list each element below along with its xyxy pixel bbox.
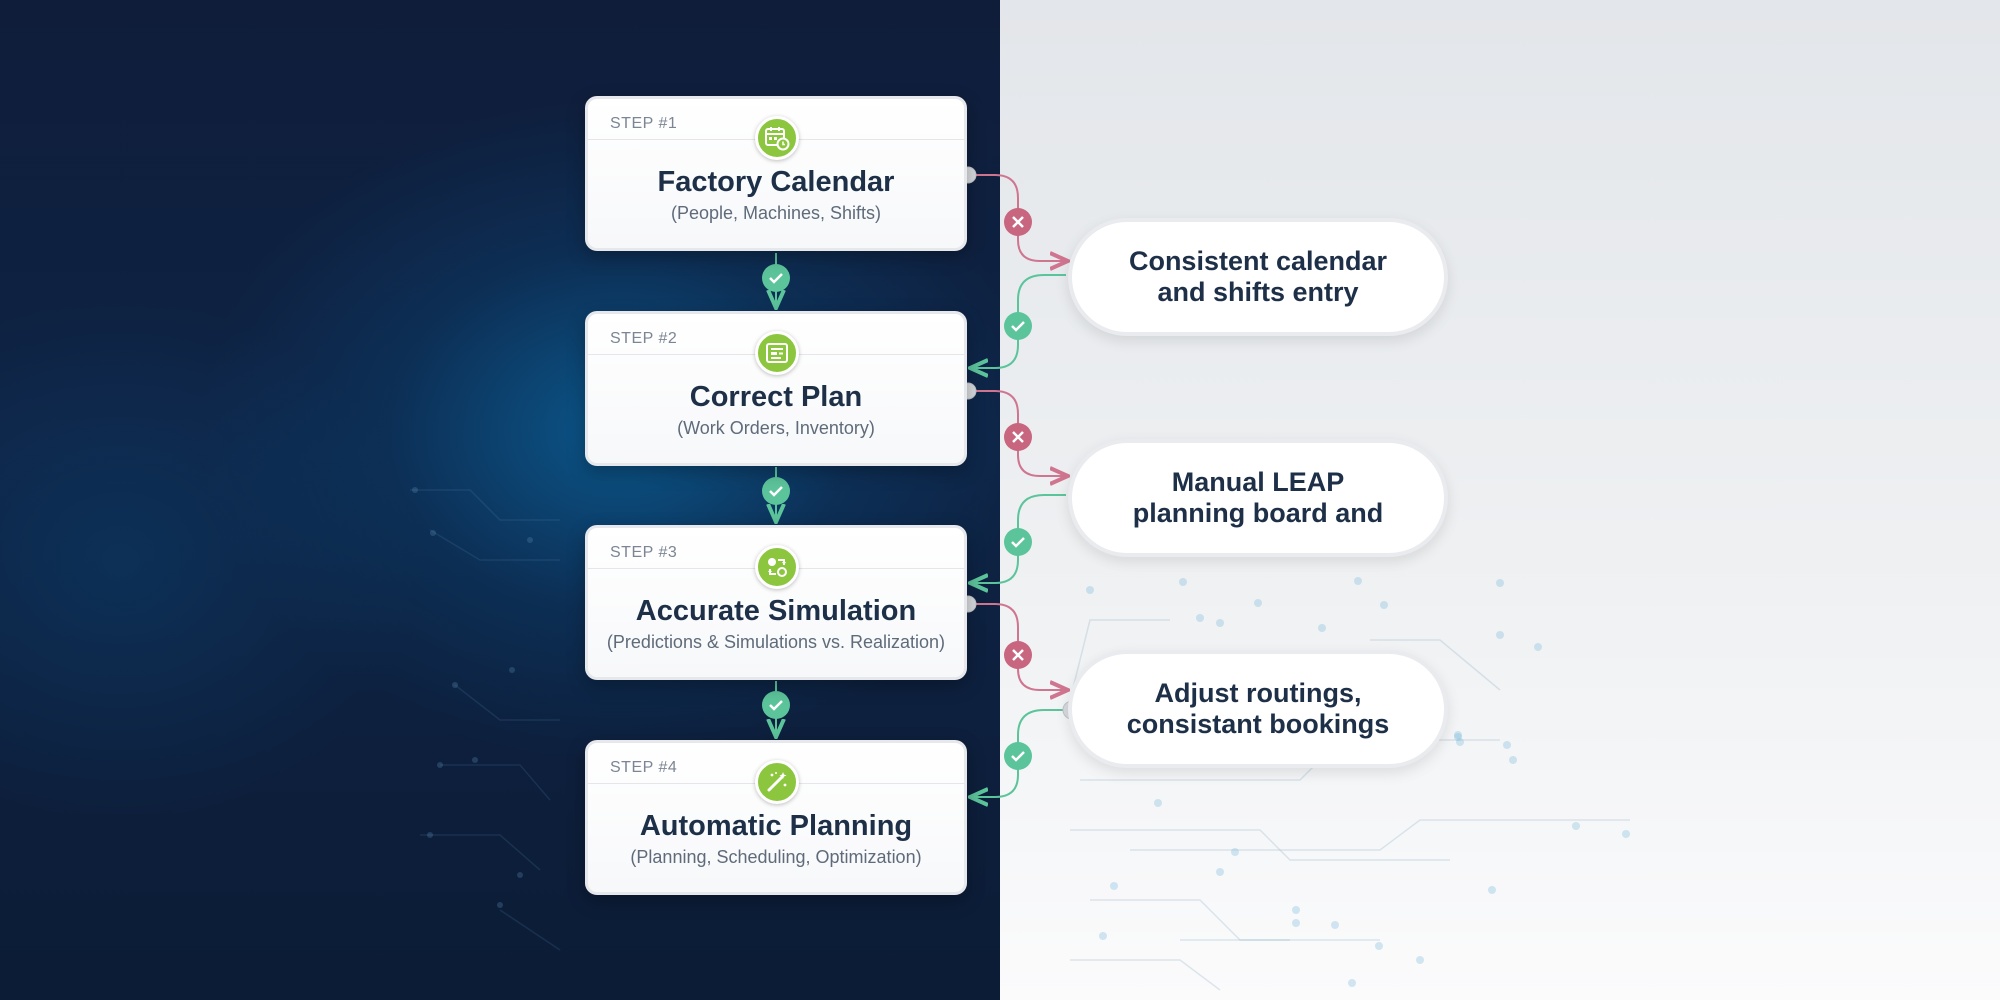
remedy-text: Adjust routings, consistant bookings: [1093, 678, 1423, 740]
remedy-line: consistant bookings: [1126, 709, 1390, 739]
step-label: STEP #1: [610, 115, 678, 132]
remedy-line: Adjust routings,: [1154, 678, 1362, 708]
remedy-line: and shifts entry: [1157, 277, 1359, 307]
step-subtitle: (People, Machines, Shifts): [670, 203, 882, 223]
remedy-line: planning board and: [1132, 498, 1384, 528]
step-card-1: STEP #1 Factory Calendar (People, Machin…: [585, 96, 967, 251]
cross-icon: [1004, 423, 1032, 451]
check-icon: [762, 264, 790, 292]
success-badges: [762, 264, 1032, 770]
remedy-line: Manual LEAP: [1171, 467, 1345, 497]
magic-wand-icon: [755, 760, 799, 804]
step-subtitle: (Planning, Scheduling, Optimization): [630, 847, 922, 867]
check-icon: [1004, 312, 1032, 340]
cross-icon: [1004, 208, 1032, 236]
step-label: STEP #4: [610, 759, 678, 776]
step-label: STEP #3: [610, 544, 678, 561]
check-icon: [1004, 742, 1032, 770]
remedy-text: Consistent calendar and shifts entry: [1093, 246, 1423, 308]
check-icon: [762, 691, 790, 719]
check-icon: [1004, 528, 1032, 556]
remedy-pill-1: Consistent calendar and shifts entry: [1068, 218, 1448, 336]
plan-board-icon: [755, 331, 799, 375]
step-title: Automatic Planning: [639, 810, 913, 842]
step-title: Factory Calendar: [657, 166, 895, 198]
step-subtitle: (Predictions & Simulations vs. Realizati…: [606, 632, 946, 652]
calendar-clock-icon: [755, 116, 799, 160]
remedy-pill-2: Manual LEAP planning board and: [1068, 439, 1448, 557]
step-label: STEP #2: [610, 330, 678, 347]
check-icon: [762, 477, 790, 505]
remedy-line: Consistent calendar: [1128, 246, 1388, 276]
remedy-pill-3: Adjust routings, consistant bookings: [1068, 650, 1448, 768]
remedy-text: Manual LEAP planning board and: [1093, 467, 1423, 529]
simulation-cycle-icon: [755, 545, 799, 589]
step-card-4: STEP #4 Automatic Planning (Planning, Sc…: [585, 740, 967, 895]
failure-badges: [1004, 208, 1032, 669]
cross-icon: [1004, 641, 1032, 669]
step-card-3: STEP #3 Accurate Simulation (Predictions…: [585, 525, 967, 680]
step-card-2: STEP #2 Correct Plan (Work Orders, Inven…: [585, 311, 967, 466]
step-title: Correct Plan: [689, 381, 863, 413]
step-subtitle: (Work Orders, Inventory): [677, 418, 875, 438]
step-title: Accurate Simulation: [635, 595, 917, 627]
